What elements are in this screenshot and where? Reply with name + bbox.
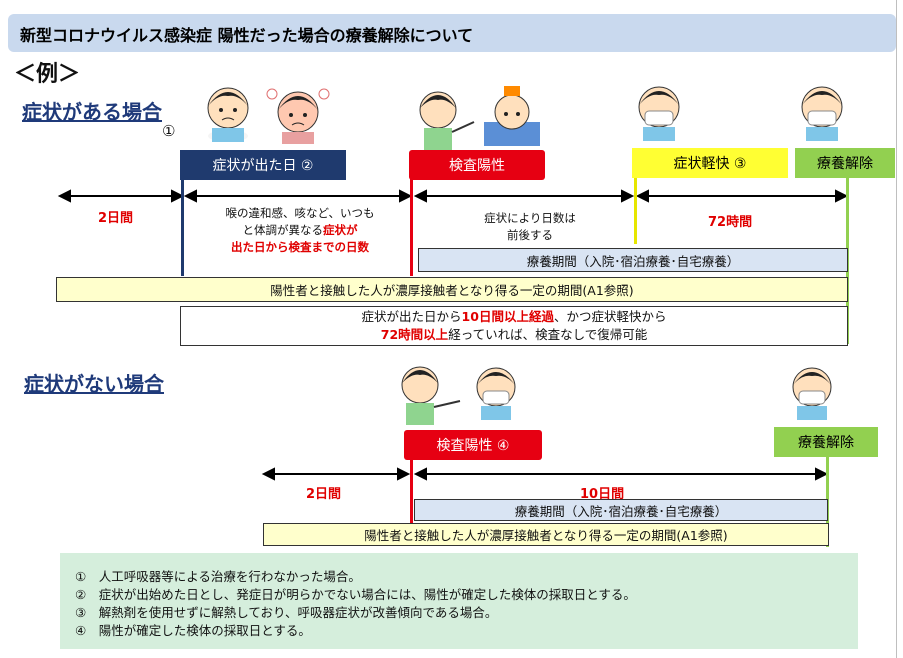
note-highlight: 出た日から検査までの日数 xyxy=(231,240,369,254)
rule-highlight: 10日間以上経過 xyxy=(461,309,554,324)
note-days-vary: 症状により日数は 前後する xyxy=(440,210,620,244)
onset-line xyxy=(181,178,184,276)
release-box: 療養解除 xyxy=(795,148,895,178)
note-mark-1: ① xyxy=(162,122,176,140)
positive-line-2 xyxy=(410,458,413,526)
arrow-2days xyxy=(57,189,185,203)
period-2days: 2日間 xyxy=(98,211,134,226)
masked-person-icon xyxy=(801,86,843,141)
masked-person-icon xyxy=(476,367,516,420)
arrow-72hours xyxy=(635,189,849,203)
note-line: 前後する xyxy=(507,228,553,242)
page-border xyxy=(896,0,897,658)
doctor-icon xyxy=(419,91,475,150)
fever-person-icon xyxy=(266,88,330,144)
arrow-2days-no-symptom xyxy=(261,467,411,481)
footnote-mark: ② xyxy=(75,587,87,602)
release-box-2: 療養解除 xyxy=(774,427,878,457)
positive-line xyxy=(410,178,413,276)
note-line: と体調が異なる症状が xyxy=(200,222,400,239)
period-10days: 10日間 xyxy=(580,487,625,502)
footnote-1: ① 人工呼吸器等による治療を行わなかった場合。 xyxy=(75,566,361,585)
rule-line: 症状が出た日から10日間以上経過、かつ症状軽快から xyxy=(362,308,667,326)
arrow-onset-to-test xyxy=(183,189,413,203)
footnote-text: 症状が出始めた日とし、発症日が明らかでない場合には、陽性が確定した検体の採取日と… xyxy=(98,587,636,602)
arrow-test-to-improve xyxy=(413,189,635,203)
patient-in-bed-icon xyxy=(484,86,540,146)
rule-text: 経っていれば、検査なしで復帰可能 xyxy=(448,327,648,342)
improve-box: 症状軽快 ③ xyxy=(632,148,788,178)
onset-box: 症状が出た日 ② xyxy=(180,150,346,180)
positive-box-2: 検査陽性 ④ xyxy=(404,430,542,460)
rule-text: 症状が出た日から xyxy=(361,309,462,324)
improve-line xyxy=(634,178,637,244)
note-text: と体調が異なる xyxy=(242,223,324,237)
note-highlight: 症状が xyxy=(323,223,358,237)
note-line: 症状により日数は xyxy=(484,211,576,225)
footnote-3: ③ 解熱剤を使用せずに解熱しており、呼吸器症状が改善傾向である場合。 xyxy=(75,602,497,621)
positive-box: 検査陽性 xyxy=(409,150,545,180)
masked-person-icon xyxy=(638,86,680,141)
rule-text: 、かつ症状軽快から xyxy=(553,309,667,324)
return-rule-box: 症状が出た日から10日間以上経過、かつ症状軽快から 72時間以上経っていれば、検… xyxy=(180,306,848,346)
footnote-text: 解熱剤を使用せずに解熱しており、呼吸器症状が改善傾向である場合。 xyxy=(98,605,498,620)
footnote-mark: ① xyxy=(75,569,87,584)
doctor-icon xyxy=(401,366,461,425)
page-title: 新型コロナウイルス感染症 陽性だった場合の療養解除について xyxy=(20,26,474,45)
footnote-mark: ④ xyxy=(75,623,87,638)
footnote-4: ④ 陽性が確定した検体の採取日とする。 xyxy=(75,620,311,639)
treatment-period-band: 療養期間（入院･宿泊療養･自宅療養） xyxy=(418,248,848,272)
footnote-2: ② 症状が出始めた日とし、発症日が明らかでない場合には、陽性が確定した検体の採取… xyxy=(75,584,636,603)
example-label: ＜例＞ xyxy=(14,62,81,87)
rule-line: 72時間以上経っていれば、検査なしで復帰可能 xyxy=(381,326,647,344)
footnotes-box xyxy=(60,553,858,649)
note-symptom-days: 喉の違和感、咳など、いつも と体調が異なる症状が 出た日から検査までの日数 xyxy=(200,205,400,256)
header-bar xyxy=(8,14,896,52)
masked-person-icon xyxy=(792,367,832,420)
note-line: 喉の違和感、咳など、いつも xyxy=(225,206,375,220)
rule-highlight: 72時間以上 xyxy=(380,327,449,342)
sick-person-icon xyxy=(207,87,249,142)
section-title-with-symptoms: 症状がある場合 xyxy=(22,100,162,124)
period-2days-2: 2日間 xyxy=(306,487,342,502)
footnote-mark: ③ xyxy=(75,605,87,620)
section-title-without-symptoms: 症状がない場合 xyxy=(24,372,164,396)
arrow-10days xyxy=(413,467,829,481)
contact-period-band-2: 陽性者と接触した人が濃厚接触者となり得る一定の期間(A1参照) xyxy=(263,523,829,546)
contact-period-band: 陽性者と接触した人が濃厚接触者となり得る一定の期間(A1参照) xyxy=(56,277,848,302)
footnote-text: 人工呼吸器等による治療を行わなかった場合。 xyxy=(98,569,361,584)
treatment-period-band-2: 療養期間（入院･宿泊療養･自宅療養） xyxy=(414,499,828,521)
period-72hours: 72時間 xyxy=(708,215,753,230)
footnote-text: 陽性が確定した検体の採取日とする。 xyxy=(98,623,311,638)
